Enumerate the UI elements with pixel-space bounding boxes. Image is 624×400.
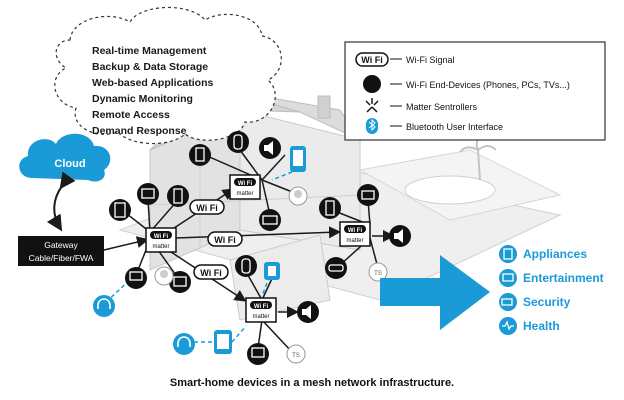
entertainment-icon	[499, 269, 517, 287]
svg-text:Appliances: Appliances	[523, 247, 587, 261]
legend-bluetooth-row: Bluetooth User Interface	[366, 118, 503, 134]
svg-text:Wi Fi: Wi Fi	[238, 181, 253, 187]
cloud-service: Remote Access	[92, 109, 170, 121]
svg-text:matter: matter	[252, 314, 269, 320]
speaker-device-icon	[235, 255, 257, 277]
svg-text:Wi Fi: Wi Fi	[254, 304, 269, 310]
camera-device-icon	[357, 184, 379, 206]
gateway-box: Gateway Cable/Fiber/FWA	[18, 236, 104, 266]
mesh-hub: Wi Fi matter	[145, 227, 177, 253]
mesh-hub: Wi Fi matter	[245, 297, 277, 323]
svg-text:TS: TS	[374, 271, 382, 277]
svg-text:matter: matter	[152, 244, 169, 250]
bulb-icon: TS	[368, 262, 388, 282]
car-device-icon	[325, 257, 347, 279]
category-security: Security	[499, 293, 571, 311]
bluetooth-devices	[93, 146, 306, 355]
output-arrow	[380, 255, 490, 330]
category-entertainment: Entertainment	[499, 269, 604, 287]
end-device-icon	[363, 75, 381, 93]
tv-device-icon	[137, 183, 159, 205]
bulb-icon	[288, 186, 308, 206]
cloud-service: Demand Response	[92, 125, 187, 137]
services-cloud	[54, 6, 282, 145]
mesh-hub: Wi Fi matter	[229, 174, 261, 200]
legend-label: Wi-Fi Signal	[406, 55, 455, 65]
legend-label: Wi-Fi End-Devices (Phones, PCs, TVs...)	[406, 80, 570, 90]
mesh-hub: Wi Fi matter	[339, 221, 371, 247]
speaker-device-icon	[227, 131, 249, 153]
tablet-device-icon	[109, 199, 131, 221]
cloud-service-list: Real-time Management Backup & Data Stora…	[92, 45, 214, 137]
printer-device-icon	[259, 209, 281, 231]
figure-caption: Smart-home devices in a mesh network inf…	[170, 377, 454, 389]
legend-box: Wi Fi Wi-Fi Signal Wi-Fi End-Devices (Ph…	[344, 41, 606, 141]
svg-text:Wi Fi: Wi Fi	[200, 268, 221, 278]
svg-text:Wi Fi: Wi Fi	[196, 203, 217, 213]
cloud-service: Dynamic Monitoring	[92, 93, 193, 105]
cloud-service: Web-based Applications	[92, 77, 214, 89]
svg-text:TS: TS	[292, 353, 300, 359]
audio-device-icon	[389, 225, 411, 247]
svg-text:Health: Health	[523, 319, 560, 333]
tablet-bluetooth-icon	[214, 330, 232, 354]
wifi-end-devices	[109, 131, 411, 365]
svg-text:Security: Security	[523, 295, 571, 309]
cloud-service: Real-time Management	[92, 45, 207, 57]
bulb-icon: TS	[286, 344, 306, 364]
svg-text:matter: matter	[236, 191, 253, 197]
wifi-signal-label: Wi Fi	[207, 231, 243, 247]
cloud-icon: Cloud	[19, 133, 111, 182]
fridge-device-icon	[167, 185, 189, 207]
headphones-bluetooth-icon	[173, 333, 195, 355]
appliances-icon	[499, 245, 517, 263]
pc-device-icon	[247, 343, 269, 365]
laptop-device-icon	[125, 267, 147, 289]
svg-text:Wi Fi: Wi Fi	[348, 228, 363, 234]
category-health: Health	[499, 317, 560, 335]
watch-bluetooth-icon	[264, 262, 280, 280]
phone-device-icon	[189, 144, 211, 166]
bulb-icon	[154, 266, 174, 286]
matter-sentrollers: TS TS	[154, 186, 388, 364]
wifi-signal-label: Wi Fi	[189, 199, 225, 215]
category-list: Appliances Entertainment Security Health	[499, 245, 604, 335]
sentroller-icon	[365, 98, 379, 113]
legend-device-row: Wi-Fi End-Devices (Phones, PCs, TVs...)	[363, 75, 570, 93]
legend-wifi-row: Wi Fi Wi-Fi Signal	[355, 52, 455, 67]
cloud-label: Cloud	[54, 158, 85, 170]
svg-text:matter: matter	[346, 238, 363, 244]
audio-device-icon	[297, 301, 319, 323]
gateway-sublabel: Cable/Fiber/FWA	[29, 253, 94, 263]
legend-sentroller-row: Matter Sentrollers	[365, 98, 478, 113]
wifi-signal-label: Wi Fi	[193, 264, 229, 280]
tv-device-icon	[169, 271, 191, 293]
category-appliances: Appliances	[499, 245, 587, 263]
legend-label: Bluetooth User Interface	[406, 122, 503, 132]
legend-label: Matter Sentrollers	[406, 102, 478, 112]
gateway-label: Gateway	[44, 240, 78, 250]
headphones-bluetooth-icon	[93, 295, 115, 317]
mesh-links	[103, 149, 395, 353]
cloud-service: Backup & Data Storage	[92, 61, 208, 73]
svg-text:Wi Fi: Wi Fi	[214, 235, 235, 245]
audio-device-icon	[259, 137, 281, 159]
cloud-gateway-link	[46, 171, 76, 232]
svg-text:Entertainment: Entertainment	[523, 271, 604, 285]
fridge-device-icon	[319, 197, 341, 219]
svg-text:Wi Fi: Wi Fi	[154, 234, 169, 240]
phone-bluetooth-icon	[290, 146, 306, 172]
wifi-badge: Wi Fi	[361, 55, 382, 65]
security-icon	[499, 293, 517, 311]
